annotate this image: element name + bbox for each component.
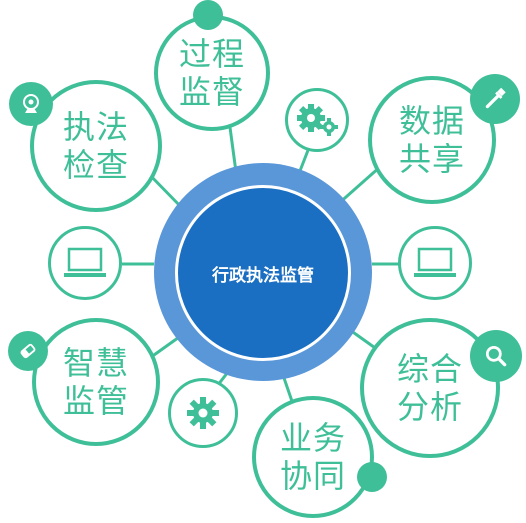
node-business-collaboration: 业务 协同 [252,396,374,518]
node-label: 业务 协同 [279,419,346,495]
dot-badge [357,462,387,492]
node-process-supervision: 过程 监督 [154,15,270,131]
node-label: 综合 分析 [396,350,463,426]
webcam-icon [9,82,53,126]
center-label: 行政执法监管 [212,265,314,286]
node-data-sharing: 数据 共享 [368,76,496,204]
node-smart-supervision: 智慧 监管 [32,318,160,446]
laptop-icon [48,226,122,300]
gear-icon [168,378,238,448]
node-label: 数据 共享 [398,102,465,178]
laptop-icon [398,226,472,300]
dropper-icon [470,74,520,124]
node-label: 过程 监督 [178,35,245,111]
magnifier-icon [470,330,522,382]
node-label: 执法 检查 [62,108,129,184]
eraser-icon [8,331,48,371]
dot-badge [193,0,223,30]
gears-icon [285,88,349,152]
center-circle: 行政执法监管 [175,185,351,361]
node-label: 智慧 监管 [62,344,129,420]
